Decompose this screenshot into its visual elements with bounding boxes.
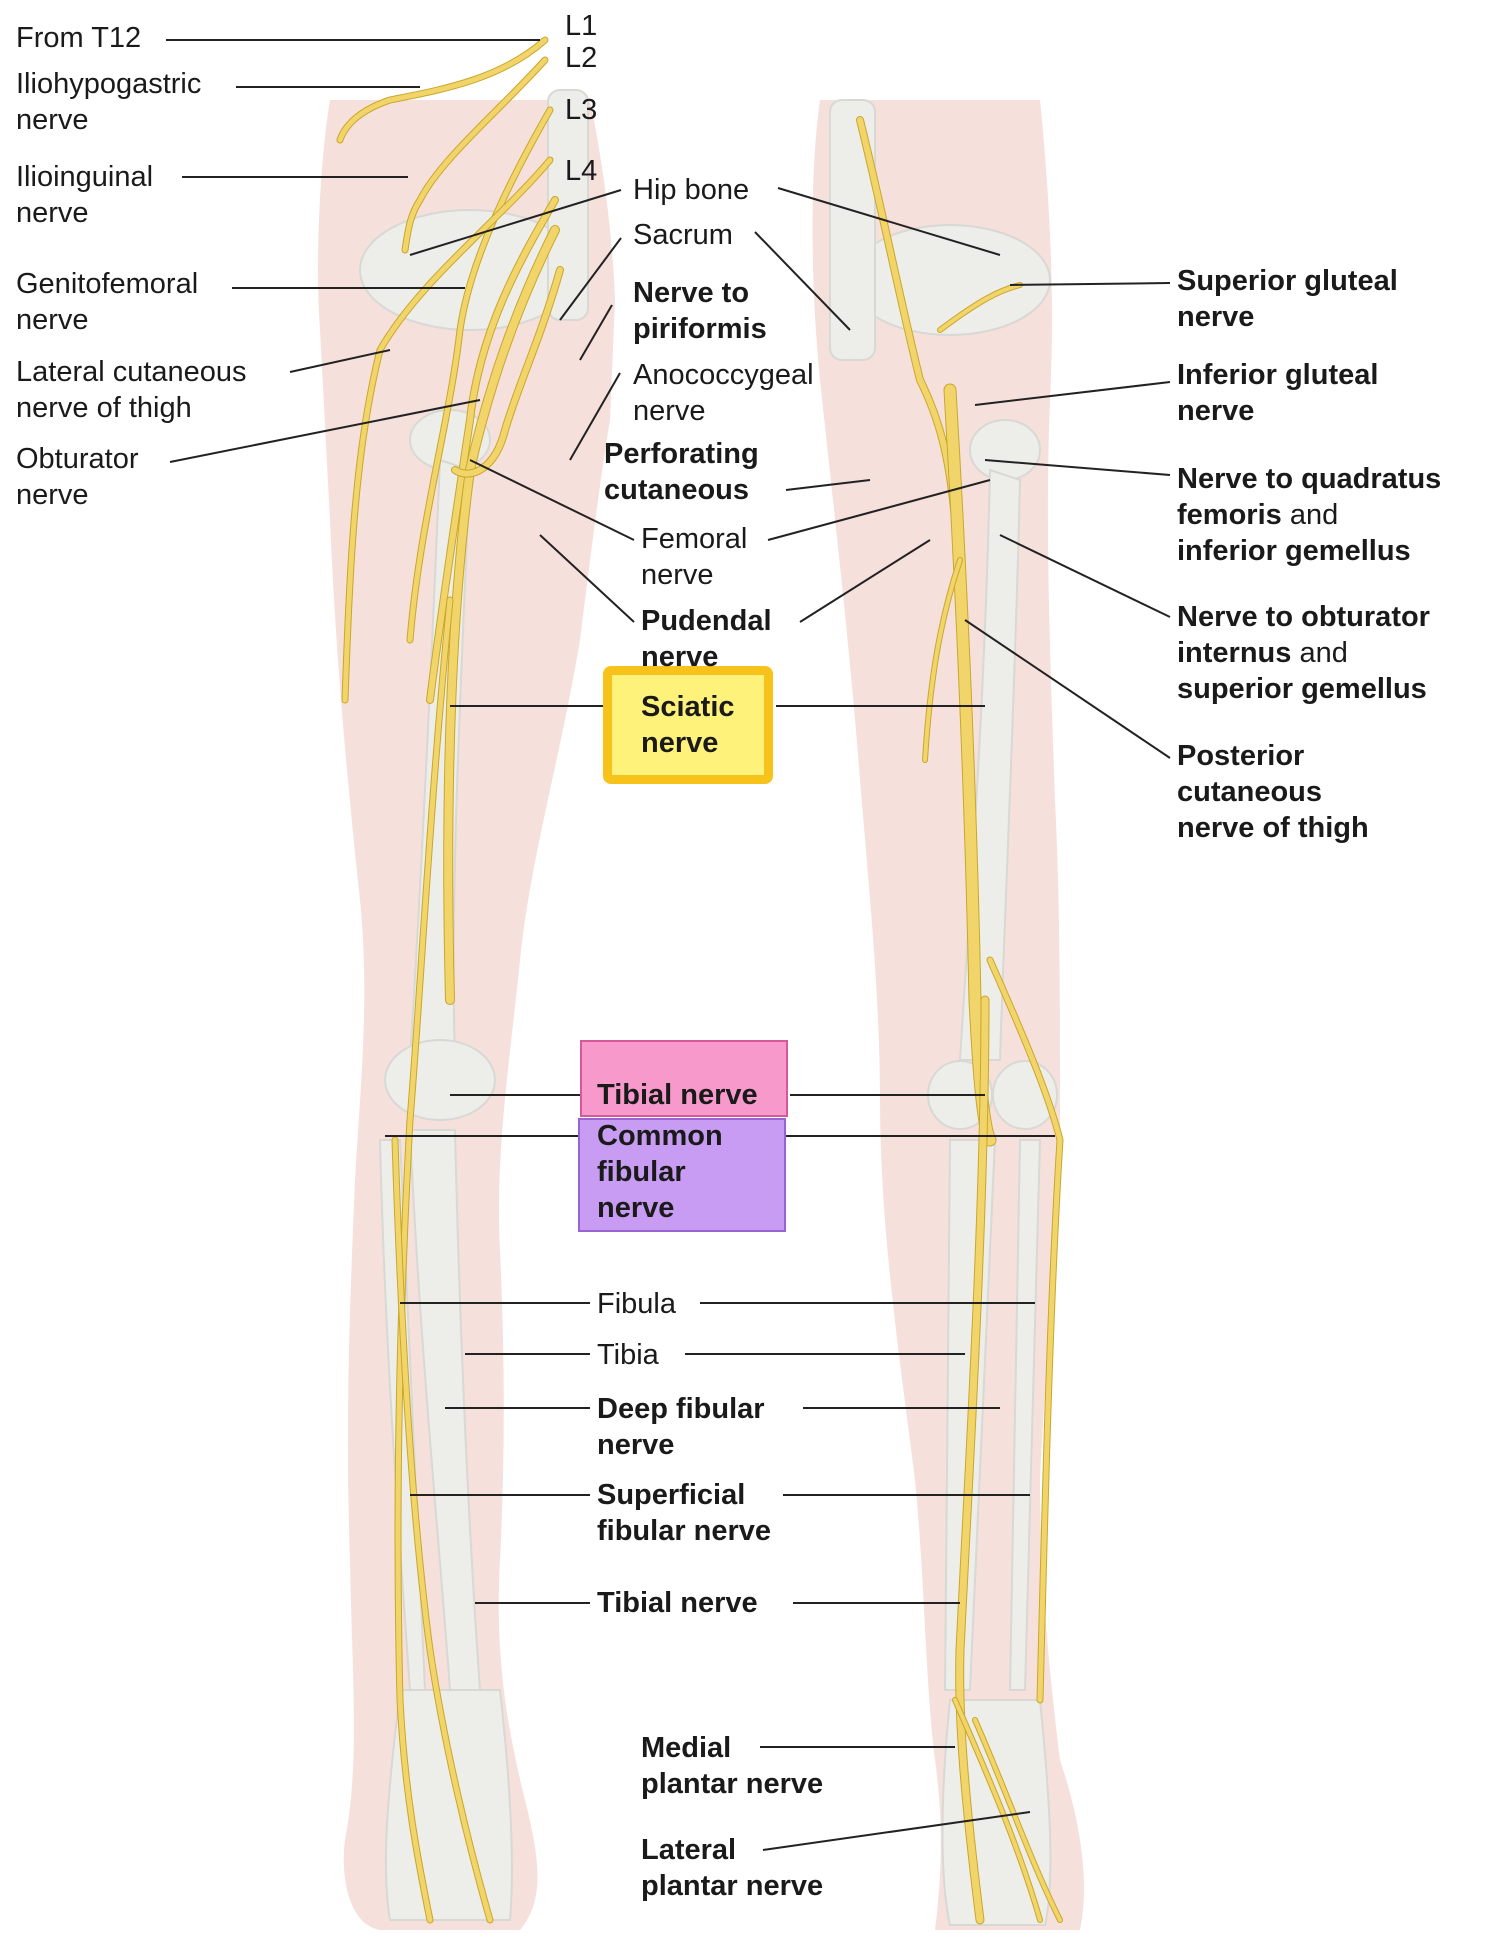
label-hip-bone: Hip bone xyxy=(633,174,750,206)
label-fibula: Fibula xyxy=(597,1288,676,1320)
leader-femoral-anterior xyxy=(469,459,635,541)
spine-level-l2: L2 xyxy=(565,42,598,74)
leader-obturator-internus xyxy=(999,534,1171,618)
nerve-iliohypogastric xyxy=(337,37,548,143)
anterior-knee xyxy=(384,1039,496,1121)
nerve-genitofemoral xyxy=(407,107,553,643)
leader-superior-gluteal xyxy=(1009,282,1171,286)
leader-pudendal-anterior xyxy=(539,534,635,623)
nerve-branches xyxy=(336,36,1064,1925)
leader-nerve-to-piriformis xyxy=(579,304,613,361)
nerve-medial-plantar xyxy=(953,1698,1042,1922)
nerve-lateral-plantar xyxy=(973,1718,1062,1922)
anterior-leg-silhouette xyxy=(318,100,615,1930)
nerve-obturator xyxy=(427,197,558,703)
label-sacrum: Sacrum xyxy=(633,219,733,251)
leader-pudendal-posterior xyxy=(799,539,931,623)
label-tibia: Tibia xyxy=(597,1339,659,1371)
posterior-hip-bone xyxy=(849,224,1051,336)
leader-lateral-plantar xyxy=(762,1811,1031,1851)
nerve-tibial xyxy=(956,996,989,1924)
label-tibial-nerve-knee: Tibial nerve xyxy=(597,1079,758,1111)
nerve-common-fibular xyxy=(987,957,1063,1703)
leader-quadratus-femoris xyxy=(984,459,1171,476)
leader-sacrum-posterior xyxy=(754,231,851,331)
leader-posterior-cutaneous xyxy=(964,619,1171,759)
nerve-anterior-fibular xyxy=(392,1137,493,1923)
common-fibular-highlight-box xyxy=(578,1118,786,1232)
spine-level-l4: L4 xyxy=(565,155,598,187)
leader-lines xyxy=(166,39,1171,1851)
label-from-t12: From T12 xyxy=(16,22,142,54)
leader-inferior-gluteal xyxy=(974,381,1171,406)
leader-sacrum-anterior xyxy=(559,237,622,321)
label-nerve-to-quadratus-femoris: Nerve to quadratus femoris and inferior … xyxy=(1177,463,1442,567)
posterior-lumbar-spine xyxy=(829,99,876,361)
posterior-femoral-head xyxy=(969,419,1041,481)
leader-hip-bone-posterior xyxy=(777,187,1001,256)
leader-hip-bone-anterior xyxy=(409,189,622,256)
nerve-ilioinguinal xyxy=(402,57,548,253)
posterior-fibula xyxy=(1008,1139,1042,1691)
leader-anococcygeal xyxy=(569,372,621,461)
label-nerve-to-obturator-internus: Nerve to obturator internus and superior… xyxy=(1177,601,1430,705)
nerve-lumbosacral-trunk xyxy=(452,267,563,477)
tibial-highlight-box xyxy=(580,1040,788,1117)
nerve-posterior-cutaneous xyxy=(923,558,962,762)
leader-femoral-posterior xyxy=(767,479,991,541)
sciatic-highlight-box xyxy=(603,666,773,784)
nerve-sacral-plexus xyxy=(857,117,958,523)
nerve-superior-gluteal-branch xyxy=(938,283,1022,332)
spine-level-l1: L1 xyxy=(565,10,598,42)
leader-perforating-cutaneous xyxy=(785,479,871,491)
label-tibial-nerve-leg: Tibial nerve xyxy=(597,1587,758,1619)
leader-lateral-cutaneous xyxy=(289,349,391,373)
nerve-femoral-saphenous xyxy=(444,226,559,1004)
spine-level-l3: L3 xyxy=(565,94,598,126)
nerve-lateral-cutaneous xyxy=(342,157,553,703)
leader-obturator xyxy=(169,399,481,463)
